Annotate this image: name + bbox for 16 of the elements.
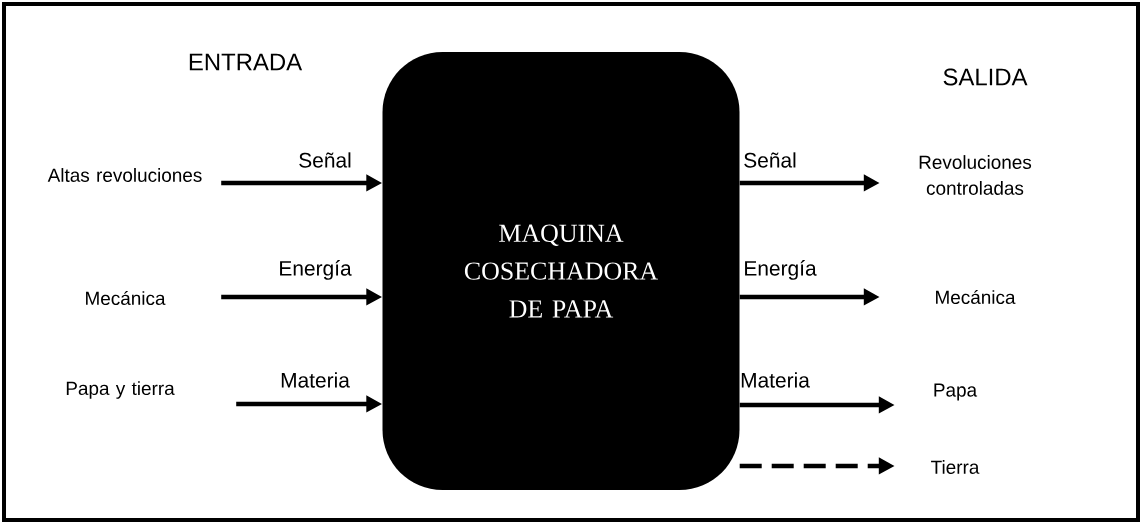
flow-label: Mecánica [86, 290, 166, 306]
flow-label: Mecánica [936, 289, 1016, 305]
section-heading: ENTRADA [189, 53, 303, 71]
machine-box: MAQUINA COSECHADORA DE PAPA [382, 52, 740, 490]
edge-label: Señal [299, 152, 351, 168]
edge-label: Materia [741, 372, 810, 388]
flow-label: Altas revoluciones [47, 168, 202, 182]
edge-label: Señal [744, 152, 796, 168]
edge-label: Energía [745, 260, 817, 280]
flow-label: Papa y tierra [66, 381, 175, 399]
edge-label: Energía [280, 260, 352, 280]
flow-label: Tierra [931, 460, 980, 474]
flow-label: Revoluciones controladas [919, 155, 1032, 195]
section-heading: SALIDA [943, 68, 1028, 86]
flow-label: Papa [934, 383, 978, 401]
edge-label: Materia [281, 372, 350, 388]
